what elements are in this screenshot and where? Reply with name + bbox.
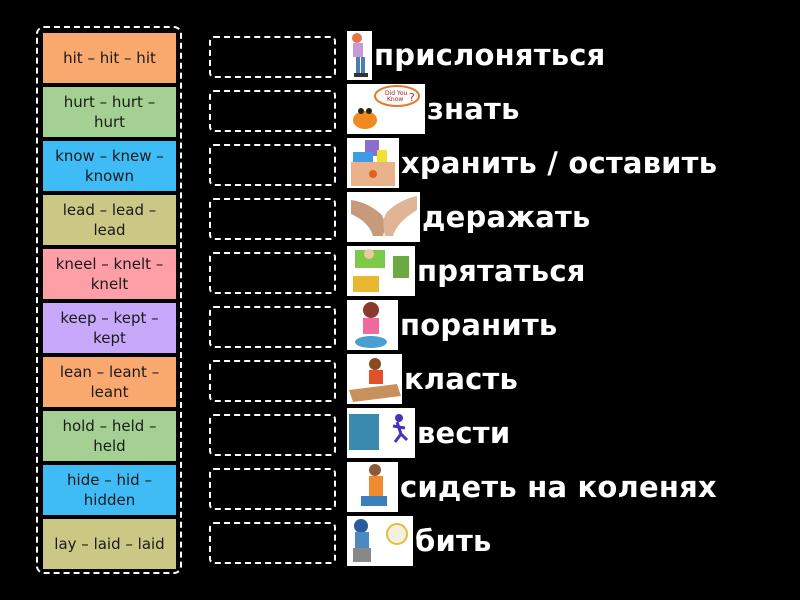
leading-group-image	[347, 408, 415, 458]
drop-slot-7[interactable]	[209, 360, 336, 402]
tile-label: know – knew – known	[55, 147, 164, 185]
target-row-4: деражать	[347, 192, 591, 242]
tile-label: keep – kept – kept	[60, 309, 159, 347]
answer-tile-hide[interactable]: hide – hid – hidden	[43, 465, 176, 515]
tile-label: hurt – hurt – hurt	[63, 93, 156, 131]
drop-slot-2[interactable]	[209, 90, 336, 132]
target-word: деражать	[422, 200, 591, 234]
svg-text:Know: Know	[387, 96, 403, 103]
answer-tile-lean[interactable]: lean – leant – leant	[43, 357, 176, 407]
baseball-hitter-image	[347, 516, 413, 566]
target-word: знать	[427, 92, 520, 126]
person-leaning-image	[347, 30, 372, 80]
drop-slot-10[interactable]	[209, 522, 336, 564]
answer-tile-hold[interactable]: hold – held – held	[43, 411, 176, 461]
target-word: хранить / оставить	[401, 146, 718, 180]
hurt-girl-image	[347, 300, 398, 350]
answer-tile-hit[interactable]: hit – hit – hit	[43, 33, 176, 83]
target-row-1: прислоняться	[347, 30, 605, 80]
drop-slot-8[interactable]	[209, 414, 336, 456]
target-row-3: хранить / оставить	[347, 138, 717, 188]
target-row-10: бить	[347, 516, 492, 566]
drop-slot-3[interactable]	[209, 144, 336, 186]
drop-slot-1[interactable]	[209, 36, 336, 78]
answer-tile-lay[interactable]: lay – laid – laid	[43, 519, 176, 569]
tile-label: lead – lead – lead	[62, 201, 157, 239]
tile-label: lay – laid – laid	[54, 535, 165, 553]
target-word: класть	[404, 362, 519, 396]
target-word: прислоняться	[374, 38, 606, 72]
drop-slot-5[interactable]	[209, 252, 336, 294]
answer-tray	[36, 26, 182, 574]
drop-slot-6[interactable]	[209, 306, 336, 348]
drop-slot-9[interactable]	[209, 468, 336, 510]
tile-label: hide – hid – hidden	[67, 471, 152, 509]
target-row-9: сидеть на коленях	[347, 462, 717, 512]
answer-tile-lead[interactable]: lead – lead – lead	[43, 195, 176, 245]
box-of-items-image	[347, 138, 399, 188]
target-word: вести	[417, 416, 511, 450]
hiding-in-boxes-image	[347, 246, 415, 296]
boy-laying-paper-image	[347, 354, 402, 404]
tile-label: lean – leant – leant	[59, 363, 160, 401]
target-word: поранить	[400, 308, 558, 342]
tile-label: hit – hit – hit	[63, 49, 156, 67]
answer-tile-hurt[interactable]: hurt – hurt – hurt	[43, 87, 176, 137]
tile-label: kneel – knelt – knelt	[55, 255, 164, 293]
answer-tile-keep[interactable]: keep – kept – kept	[43, 303, 176, 353]
target-word: прятаться	[417, 254, 586, 288]
tile-label: hold – held – held	[62, 417, 157, 455]
drop-slot-4[interactable]	[209, 198, 336, 240]
kneeling-person-image	[347, 462, 398, 512]
target-row-8: вести	[347, 408, 510, 458]
target-row-5: прятаться	[347, 246, 586, 296]
target-row-6: поранить	[347, 300, 557, 350]
answer-tile-know[interactable]: know – knew – known	[43, 141, 176, 191]
target-row-7: класть	[347, 354, 518, 404]
holding-hands-image	[347, 192, 420, 242]
answer-tile-kneel[interactable]: kneel – knelt – knelt	[43, 249, 176, 299]
svg-text:?: ?	[409, 91, 415, 104]
target-word: сидеть на коленях	[400, 470, 717, 504]
target-word: бить	[415, 524, 492, 558]
svg-text:Did You: Did You	[385, 90, 408, 97]
